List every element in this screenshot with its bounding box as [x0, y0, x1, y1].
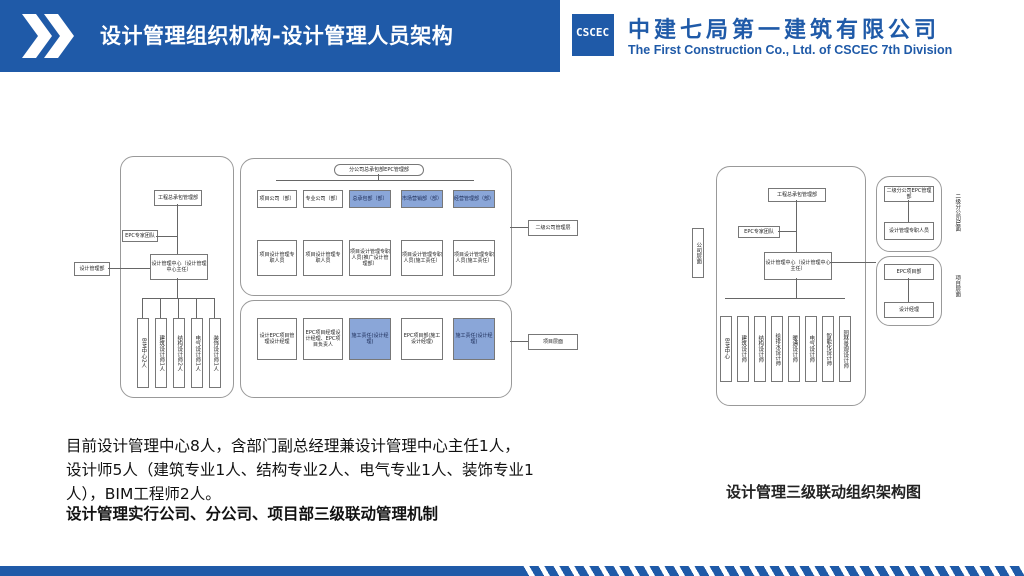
r-box-4: 设计经理 — [884, 302, 934, 318]
role-box-2: 建筑设计师1人 — [155, 318, 167, 388]
connector — [196, 298, 197, 318]
project-box-5: 施工责任(设计经理) — [453, 318, 495, 360]
connector — [796, 278, 797, 298]
r-epc-box: EPC专家团队 — [738, 226, 780, 238]
chart-caption: 设计管理三级联动组织架构图 — [726, 483, 922, 501]
right-project-frame — [876, 256, 942, 326]
connector — [276, 180, 474, 181]
dept-box-4: 市场营销部（部） — [401, 190, 443, 208]
footer-pattern — [520, 566, 1024, 576]
connector — [510, 227, 528, 228]
connector — [725, 298, 845, 299]
r-role-1: BIM中心 — [720, 316, 732, 382]
connector — [178, 298, 179, 318]
person-box-1: 项目设计管理专职人员 — [257, 240, 297, 276]
person-box-3: 项目设计管理专职人员(推广设计管理部） — [349, 240, 391, 276]
project-box-2: EPC项目经理设计经理、EPC项目负责人 — [303, 318, 343, 360]
r-box-3: EPC项目部 — [884, 264, 934, 280]
r-role-7: 智能化设计师 — [822, 316, 834, 382]
connector — [510, 341, 528, 342]
connector — [177, 204, 178, 254]
r-role-6: 电气设计师 — [805, 316, 817, 382]
epc-badge: 分公司总承包部EPC管理部 — [334, 164, 424, 176]
r-role-4: 给排水设计师 — [771, 316, 783, 382]
project-box-1: 设计EPC项目管理设计经理 — [257, 318, 297, 360]
person-box-5: 项目设计管理专职人员(施工责任） — [453, 240, 495, 276]
r-role-2: 建筑设计师 — [737, 316, 749, 382]
role-box-5: 装饰设计师1人 — [209, 318, 221, 388]
person-box-4: 项目设计管理专职人员(施工责任） — [401, 240, 443, 276]
dept-box-3: 总承包部（部） — [349, 190, 391, 208]
role-box-3: 结构设计师2人 — [173, 318, 185, 388]
connector — [156, 236, 177, 237]
left-group-frame — [120, 156, 234, 398]
company-logo: CSCEC — [572, 14, 614, 56]
dept-box-1: 项目公司（部） — [257, 190, 297, 208]
mechanism-statement: 设计管理实行公司、分公司、项目部三级联动管理机制 — [66, 505, 439, 523]
left-side-box: 设计管理部 — [74, 262, 110, 276]
r-role-5: 暖通设计师 — [788, 316, 800, 382]
connector — [142, 298, 143, 318]
description-text: 目前设计管理中心8人，含部门副总经理兼设计管理中心主任1人， 设计师5人（建筑专… — [66, 434, 646, 506]
connector — [214, 298, 215, 318]
description-line-1: 目前设计管理中心8人，含部门副总经理兼设计管理中心主任1人， — [66, 437, 520, 455]
right-company-frame — [716, 166, 866, 406]
company-name-cn: 中建七局第一建筑有限公司 — [628, 18, 941, 43]
r-box-2: 设计管理专职人员 — [884, 222, 934, 240]
description-line-3: 人），BIM工程师2人。 — [66, 485, 221, 503]
connector — [160, 298, 161, 318]
r-top-box: 工程总承包管理部 — [768, 188, 826, 202]
person-box-2: 项目设计管理专职人员 — [303, 240, 343, 276]
r-role-8: 园林景观设计师 — [839, 316, 851, 382]
connector — [830, 262, 876, 263]
connector — [908, 278, 909, 302]
right-bottom-box: 项目层面 — [528, 334, 578, 350]
r-role-3: 结构设计师 — [754, 316, 766, 382]
dept-box-2: 专业公司（部） — [303, 190, 343, 208]
right-top-box: 二级公司管理层 — [528, 220, 578, 236]
connector — [796, 200, 797, 252]
page-title: 设计管理组织机构-设计管理人员架构 — [100, 24, 454, 48]
left-top-box: 工程总承包管理部 — [154, 190, 202, 206]
footer-stripe — [0, 566, 1024, 576]
project-box-3: 施工责任(设计经理) — [349, 318, 391, 360]
project-group-frame — [240, 300, 512, 398]
header-band — [0, 0, 560, 72]
dept-box-5: 经营管理部（部） — [453, 190, 495, 208]
logo-text: CSCEC — [576, 26, 610, 39]
connector — [177, 278, 178, 298]
connector — [378, 174, 379, 180]
left-epc-box: EPC专家团队 — [122, 230, 158, 242]
company-name-en: The First Construction Co., Ltd. of CSCE… — [628, 43, 953, 57]
r-side-1: 二级分公司层面 — [952, 184, 962, 240]
r-left-side: 公司层面 — [692, 228, 704, 278]
r-center-box: 设计管理中心（设计管理中心主任） — [764, 252, 832, 280]
r-side-2: 项目层面 — [952, 262, 962, 310]
double-chevron-icon — [22, 14, 74, 58]
connector — [908, 200, 909, 222]
project-box-4: EPC项目部(施工设计经理) — [401, 318, 443, 360]
description-line-2: 设计师5人（建筑专业1人、结构专业2人、电气专业1人、装饰专业1 — [66, 461, 534, 479]
right-branch-frame — [876, 176, 942, 252]
role-box-4: 电气设计师1人 — [191, 318, 203, 388]
connector — [778, 231, 796, 232]
r-box-1: 二级分公司EPC管理部 — [884, 186, 934, 202]
role-box-1: BIM中心2人 — [137, 318, 149, 388]
left-center-box: 设计管理中心（设计管理中心主任） — [150, 254, 208, 280]
connector — [108, 268, 150, 269]
